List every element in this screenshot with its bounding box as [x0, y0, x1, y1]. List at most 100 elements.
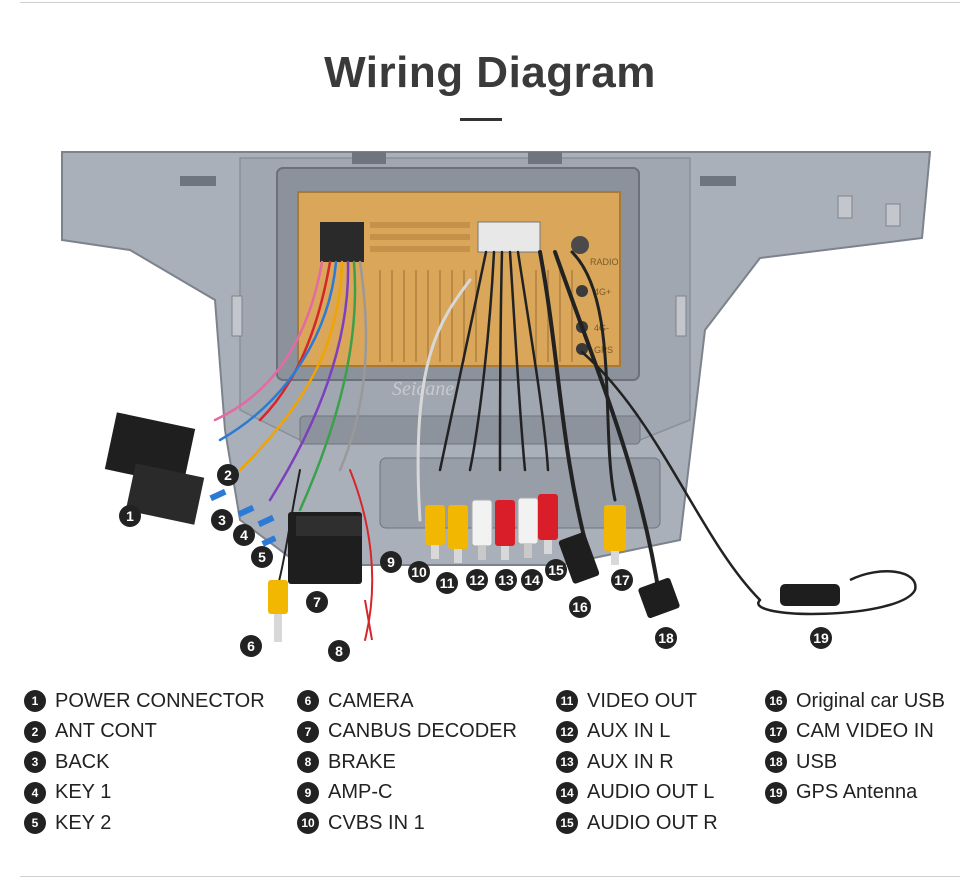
legend-number-badge: 13	[556, 751, 578, 774]
svg-text:9: 9	[387, 554, 395, 570]
svg-text:16: 16	[572, 599, 588, 615]
svg-text:11: 11	[440, 575, 455, 591]
rca-audio-out-r	[538, 494, 558, 554]
bottom-divider	[20, 876, 960, 877]
marker-16: 16	[569, 596, 591, 618]
rca-cam-video-in	[604, 505, 626, 565]
frame-clip	[675, 295, 687, 337]
marker-2: 2	[217, 464, 239, 486]
gps-port	[576, 343, 588, 355]
marker-14: 14	[521, 569, 543, 591]
frame-clip	[885, 203, 901, 227]
svg-text:19: 19	[813, 630, 829, 646]
legend-item: 19 GPS Antenna	[765, 778, 945, 809]
marker-15: 15	[545, 559, 567, 581]
frame-clip	[837, 195, 853, 219]
marker-17: 17	[611, 569, 633, 591]
legend-number-badge: 14	[556, 781, 578, 804]
page-title: Wiring Diagram	[324, 48, 656, 97]
legend-number-badge: 9	[297, 781, 319, 804]
legend-number-badge: 7	[297, 720, 319, 743]
marker-7: 7	[306, 591, 328, 613]
port-4g-plus	[576, 285, 588, 297]
legend-item: 10 CVBS IN 1	[297, 808, 517, 839]
svg-text:6: 6	[247, 638, 255, 654]
top-divider	[20, 2, 960, 3]
legend-label: AMP-C	[328, 781, 393, 804]
svg-text:10: 10	[411, 564, 427, 580]
camera-rca-body	[268, 580, 288, 614]
marker-9: 9	[380, 551, 402, 573]
svg-text:5: 5	[258, 549, 266, 565]
legend-label: CVBS IN 1	[328, 811, 425, 834]
rca-video-out	[448, 505, 468, 563]
marker-3: 3	[211, 509, 233, 531]
legend-number-badge: 11	[556, 690, 578, 713]
unit-label-radio: RADIO	[590, 257, 619, 267]
legend-label: GPS Antenna	[796, 781, 918, 804]
wire-bundle	[213, 250, 762, 641]
legend-label: CANBUS DECODER	[328, 720, 517, 743]
svg-text:17: 17	[614, 572, 630, 588]
svg-text:12: 12	[469, 572, 485, 588]
power-socket	[320, 222, 364, 262]
frame-clip	[180, 176, 216, 186]
marker-19: 19	[810, 627, 832, 649]
marker-5: 5	[251, 546, 273, 568]
legend-label: CAMERA	[328, 689, 414, 712]
marker-1: 1	[119, 505, 141, 527]
frame-clip	[700, 176, 736, 186]
marker-18: 18	[655, 627, 677, 649]
marker-13: 13	[495, 569, 517, 591]
key1-plug	[257, 514, 275, 528]
marker-11: 11	[436, 572, 458, 594]
legend-item: 9 AMP-C	[297, 778, 517, 809]
legend-number-badge: 2	[24, 720, 46, 743]
frame-clip	[352, 152, 386, 164]
svg-text:3: 3	[218, 512, 226, 528]
legend-item: 7 CANBUS DECODER	[297, 717, 517, 748]
ant-cont-plug	[209, 488, 227, 502]
legend-label: BRAKE	[328, 750, 396, 773]
power-connector	[104, 412, 205, 525]
legend-label: KEY 2	[55, 811, 112, 834]
legend-number-badge: 5	[24, 812, 46, 835]
gps-antenna	[757, 570, 917, 616]
legend-number-badge: 4	[24, 781, 46, 804]
legend-number-badge: 18	[765, 751, 787, 774]
svg-text:18: 18	[658, 630, 674, 646]
legend-number-badge: 19	[765, 781, 787, 804]
marker-4: 4	[233, 524, 255, 546]
legend-number-badge: 10	[297, 812, 319, 835]
marker-8: 8	[328, 640, 350, 662]
camera-rca-tip	[274, 614, 282, 642]
rca-aux-in-r	[495, 500, 515, 560]
legend-number-badge: 16	[765, 690, 787, 713]
rca-aux-in-l	[471, 499, 493, 560]
svg-text:13: 13	[498, 572, 514, 588]
back-plug	[237, 504, 255, 518]
title-underline	[460, 118, 502, 121]
legend-number-badge: 12	[556, 720, 578, 743]
legend-label: POWER CONNECTOR	[55, 689, 265, 712]
svg-text:14: 14	[524, 572, 540, 588]
vent-slot	[299, 415, 641, 445]
usb-plug	[638, 577, 680, 619]
svg-text:8: 8	[335, 643, 343, 659]
legend-label: KEY 1	[55, 781, 112, 804]
legend-label: AUDIO OUT L	[587, 781, 715, 804]
brake-wire-end	[364, 599, 373, 641]
marker-10: 10	[408, 561, 430, 583]
legend-item: 5 KEY 2	[24, 808, 265, 839]
